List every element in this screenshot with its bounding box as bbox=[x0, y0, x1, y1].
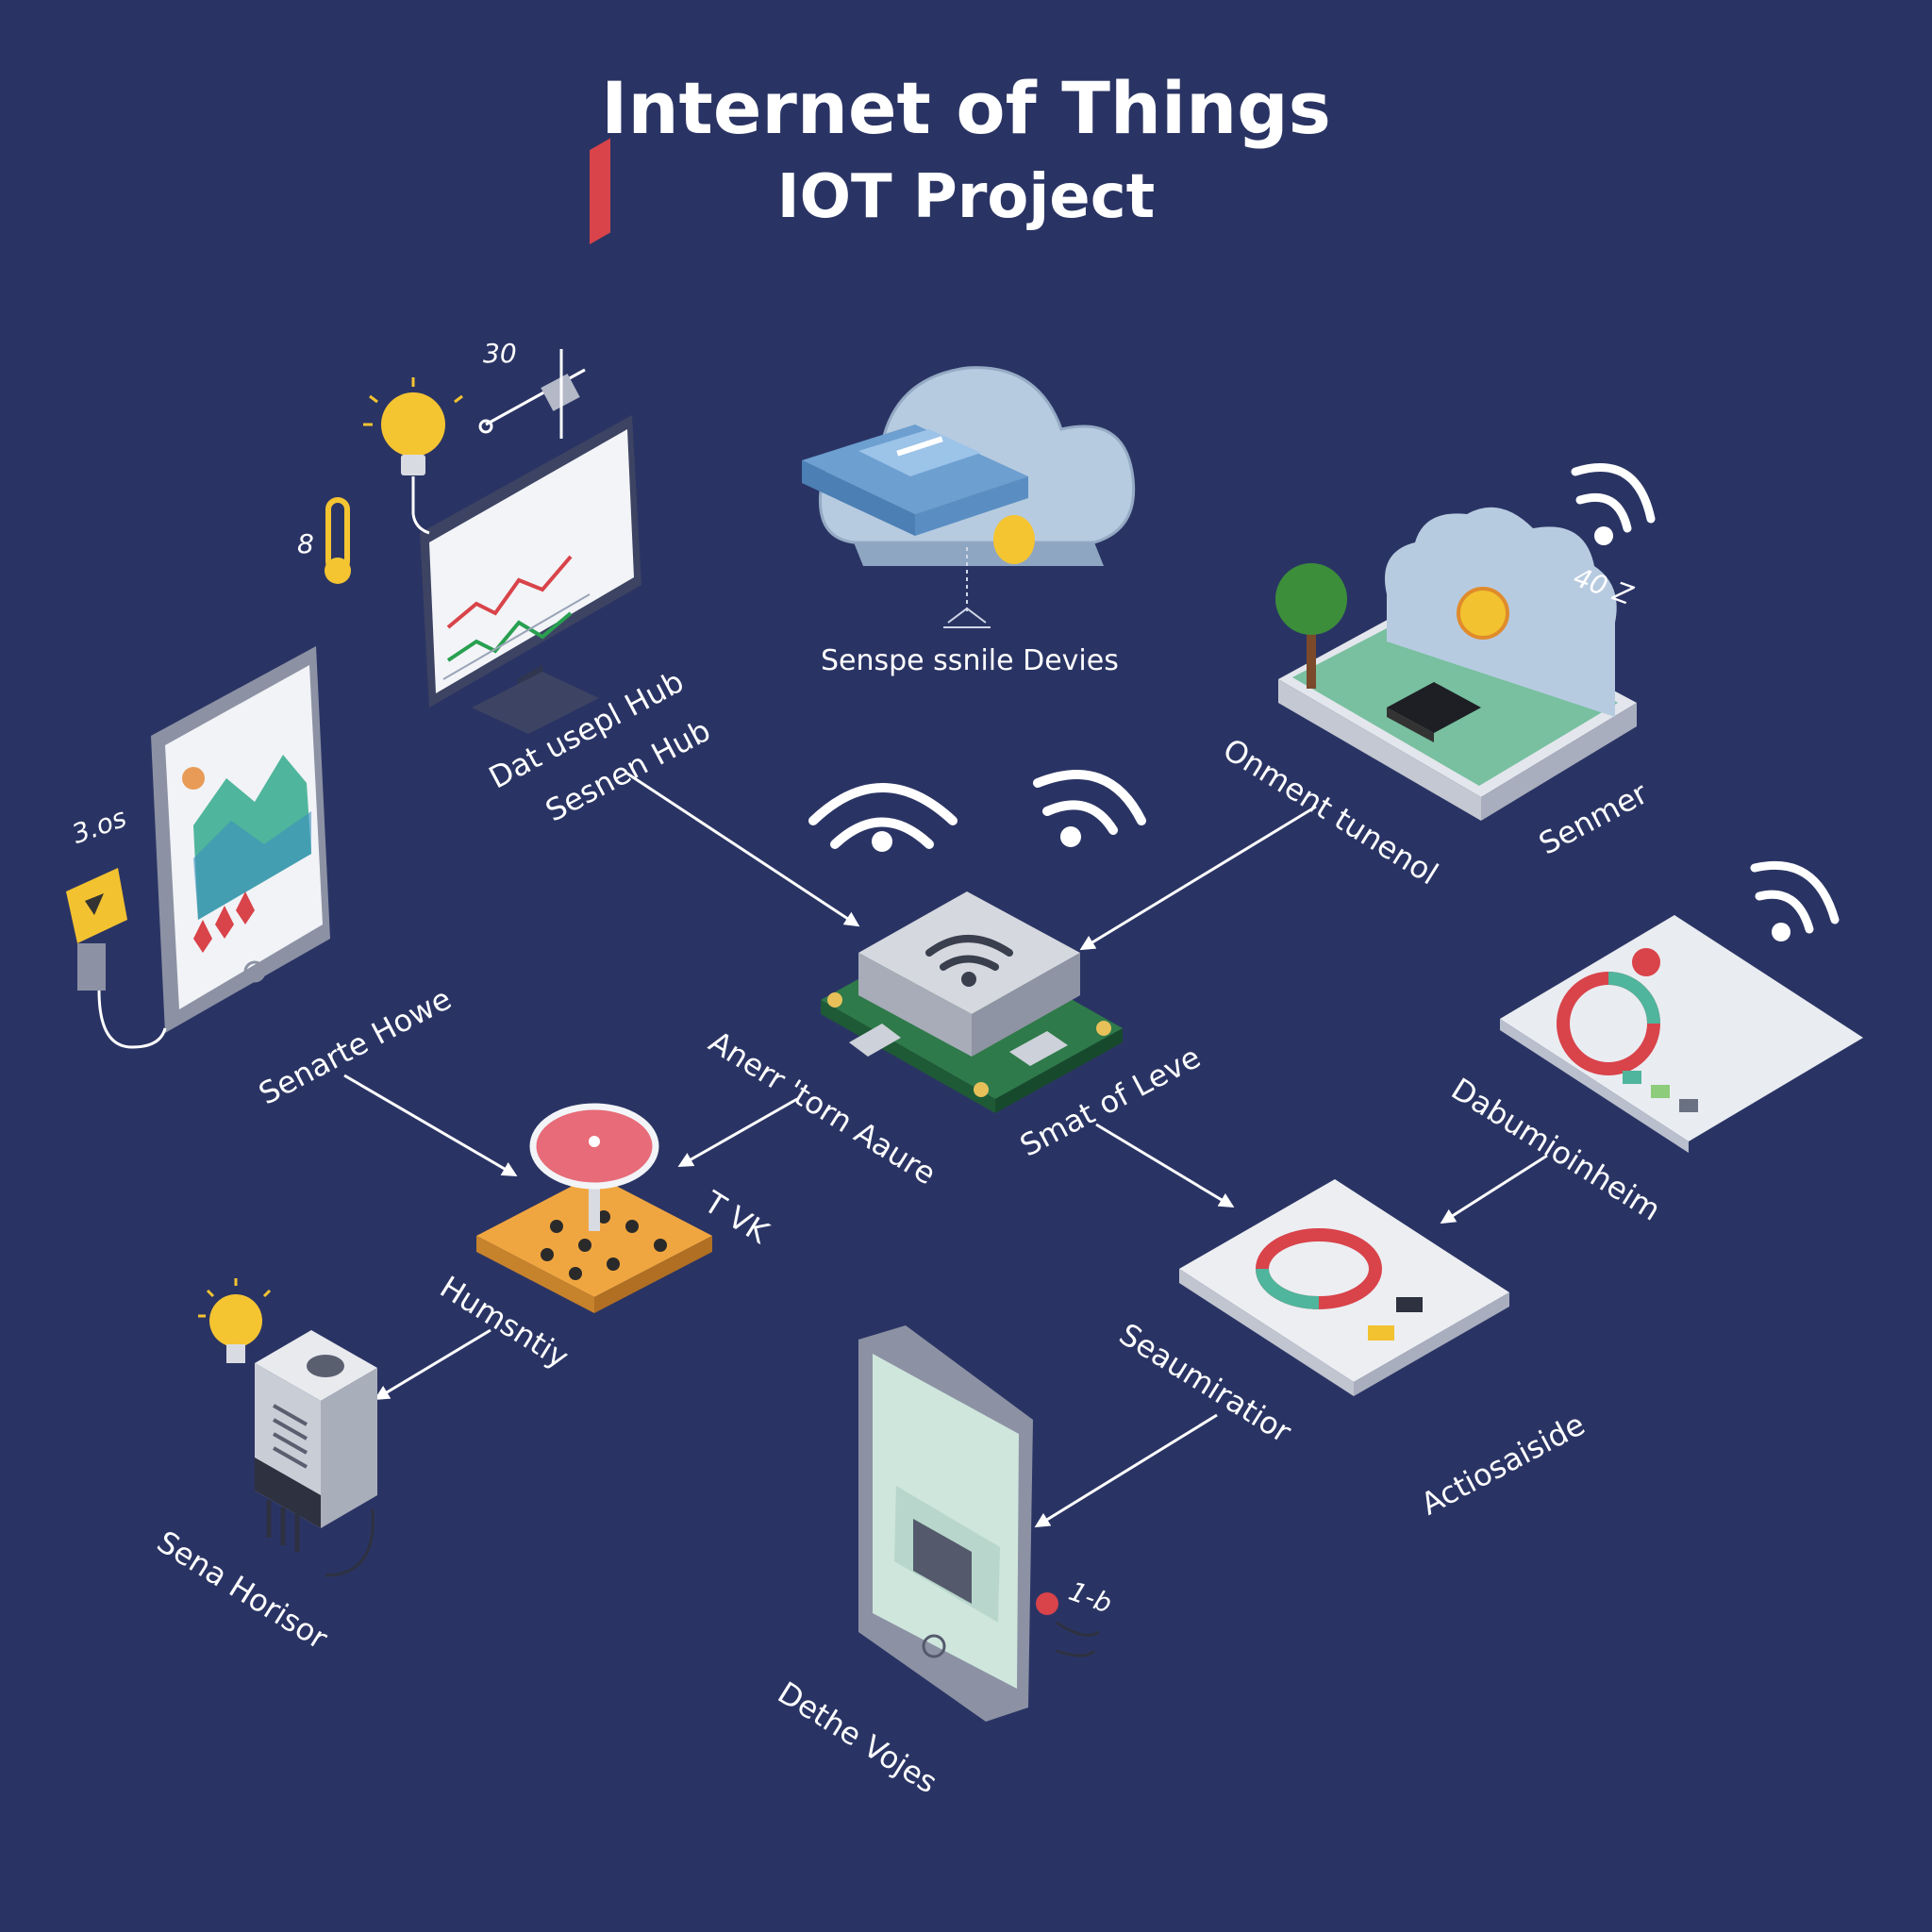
arrow-tablet-to-panel bbox=[1440, 1154, 1548, 1224]
page-title: Internet of Things bbox=[601, 66, 1331, 150]
lightbulb-icon bbox=[363, 377, 463, 535]
wifi-icon bbox=[808, 783, 958, 852]
thermometer-icon bbox=[325, 497, 351, 584]
sensor-switch-icon bbox=[478, 349, 586, 439]
usb-plug-icon bbox=[66, 868, 167, 1049]
sensor-icon bbox=[255, 1330, 377, 1577]
arrow-smat-to-panel bbox=[1095, 1123, 1235, 1208]
lightbulb-icon bbox=[198, 1278, 272, 1363]
wifi-icon bbox=[1033, 770, 1146, 847]
sensor-board-icon bbox=[1275, 507, 1637, 821]
connector-arrows bbox=[343, 772, 1548, 1528]
humidity-sensor-pad bbox=[476, 1103, 712, 1313]
tree-icon bbox=[1275, 563, 1347, 689]
wifi-icon bbox=[1750, 860, 1840, 941]
smartphone-icon bbox=[151, 646, 330, 1033]
arrow-panel-to-phone bbox=[1034, 1413, 1218, 1528]
arrow-sensor-to-board bbox=[1079, 805, 1317, 951]
tablet-icon bbox=[1500, 915, 1863, 1153]
page-subtitle: IOT Project bbox=[776, 162, 1156, 232]
smartphone-icon bbox=[858, 1325, 1100, 1722]
cloud-icon bbox=[802, 366, 1136, 628]
arrow-senarte-to-pad bbox=[343, 1074, 518, 1177]
monitor-icon bbox=[420, 138, 641, 734]
dashboard-panel-icon bbox=[1179, 1179, 1509, 1396]
label-number-8: 8 bbox=[297, 528, 314, 559]
central-gateway-board bbox=[821, 891, 1123, 1113]
label-number-30: 30 bbox=[483, 338, 517, 369]
label-cloud-devices: Senspe ssnile Devies bbox=[821, 644, 1119, 677]
microchip-icon bbox=[1387, 682, 1481, 742]
arrow-board-to-pad bbox=[677, 1097, 798, 1167]
wifi-icon bbox=[1571, 463, 1656, 545]
arrow-hub-to-board bbox=[626, 772, 860, 927]
arrow-pad-to-sensor bbox=[374, 1328, 491, 1401]
